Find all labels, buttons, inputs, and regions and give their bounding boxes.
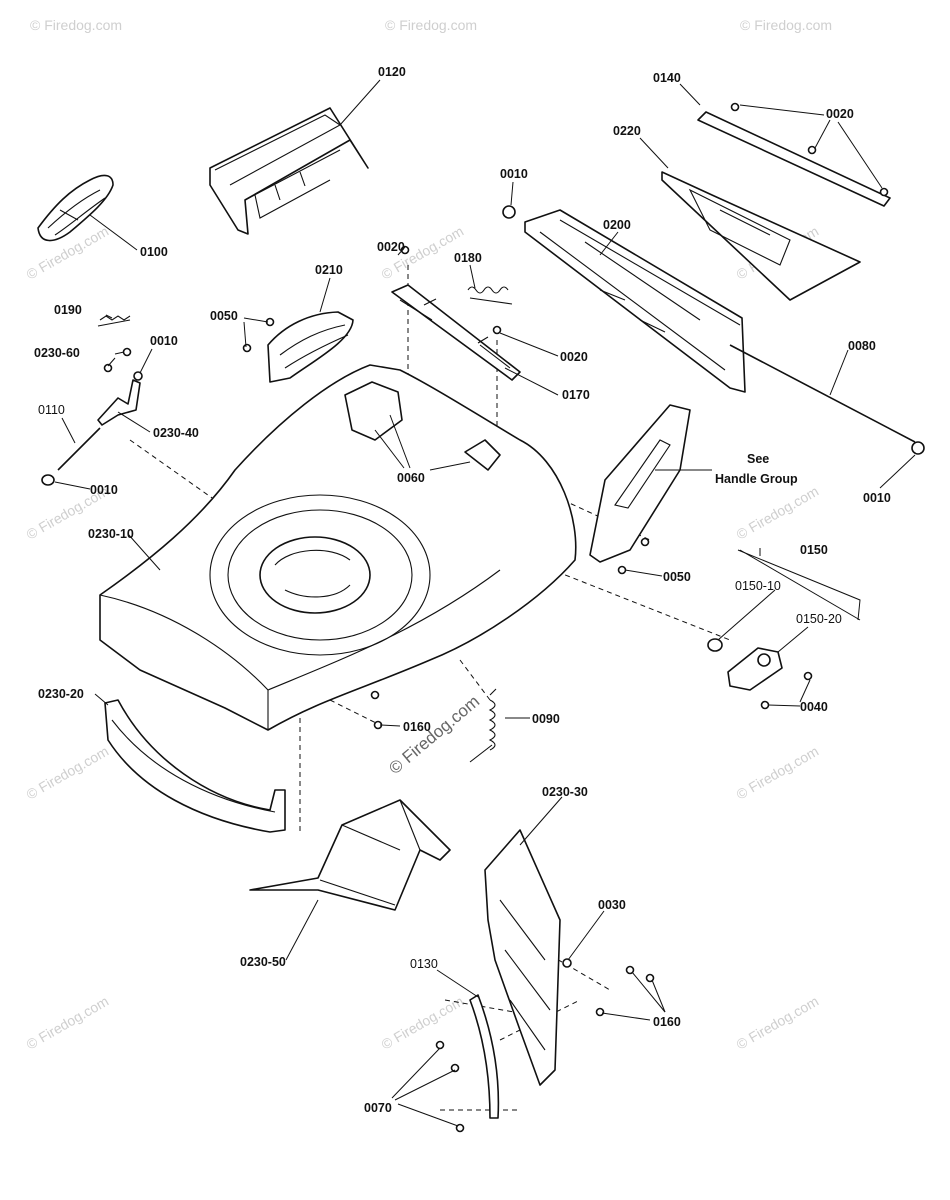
- part-0130-strip: [469, 994, 500, 1119]
- part-0230-50-deflector: [249, 799, 451, 911]
- label-0230-10: 0230-10: [88, 527, 134, 541]
- label-0080: 0080: [848, 339, 876, 353]
- label-0120: 0120: [378, 65, 406, 79]
- part-0230-10-mower-deck: [99, 364, 577, 731]
- part-0100-rear-door: [37, 174, 114, 242]
- label-0150-20: 0150-20: [796, 612, 842, 626]
- callout-labels: 0120 0140 0020 0220 0010 0200 0100 0210 …: [34, 65, 891, 1115]
- part-0210-guard: [267, 311, 354, 383]
- part-0150-height-adjuster: [617, 537, 813, 710]
- label-0070: 0070: [364, 1101, 392, 1115]
- label-0010: 0010: [863, 491, 891, 505]
- part-0110-axle: [41, 427, 101, 486]
- label-0220: 0220: [613, 124, 641, 138]
- leader-lines: [54, 79, 916, 1127]
- fasteners: [103, 245, 655, 1133]
- part-0170-bracket: [391, 284, 521, 381]
- label-0230-50: 0230-50: [240, 955, 286, 969]
- label-0160: 0160: [653, 1015, 681, 1029]
- part-0090-spring: [469, 688, 497, 763]
- label-0100: 0100: [140, 245, 168, 259]
- part-0230-30-side-panel: [484, 829, 572, 1086]
- label-0050: 0050: [663, 570, 691, 584]
- label-0210: 0210: [315, 263, 343, 277]
- label-0150-10: 0150-10: [735, 579, 781, 593]
- label-0060: 0060: [397, 471, 425, 485]
- label-0020: 0020: [377, 240, 405, 254]
- label-0030: 0030: [598, 898, 626, 912]
- watermark-center: © Firedog.com: [385, 692, 483, 778]
- part-0180-spring: [467, 286, 513, 305]
- watermark: © Firedog.com: [734, 993, 822, 1053]
- watermark: © Firedog.com: [30, 17, 122, 33]
- part-handle-bracket: [589, 404, 691, 563]
- label-0040: 0040: [800, 700, 828, 714]
- part-0190-spring: [97, 315, 131, 327]
- watermark: © Firedog.com: [24, 743, 112, 803]
- watermark: © Firedog.com: [734, 743, 822, 803]
- label-0130: 0130: [410, 957, 438, 971]
- see-handle-group-line2: Handle Group: [715, 472, 798, 486]
- label-0140: 0140: [653, 71, 681, 85]
- label-0200: 0200: [603, 218, 631, 232]
- part-0060-bracket: [344, 381, 501, 471]
- label-0010: 0010: [90, 483, 118, 497]
- label-0180: 0180: [454, 251, 482, 265]
- part-0220-cover: [661, 171, 861, 301]
- part-0140-rod: [697, 102, 891, 207]
- label-0190: 0190: [54, 303, 82, 317]
- label-0010: 0010: [150, 334, 178, 348]
- watermark: © Firedog.com: [379, 993, 467, 1053]
- part-0200-frame: [502, 205, 746, 393]
- part-0230-20-side-skirt: [104, 699, 286, 833]
- watermark: © Firedog.com: [734, 483, 822, 543]
- label-0230-60: 0230-60: [34, 346, 80, 360]
- see-handle-group-line1: See: [747, 452, 769, 466]
- label-0050: 0050: [210, 309, 238, 323]
- label-0230-20: 0230-20: [38, 687, 84, 701]
- label-0020: 0020: [826, 107, 854, 121]
- watermark: © Firedog.com: [24, 993, 112, 1053]
- label-0160: 0160: [403, 720, 431, 734]
- label-0020: 0020: [560, 350, 588, 364]
- label-0230-30: 0230-30: [542, 785, 588, 799]
- label-0110: 0110: [38, 403, 65, 417]
- label-0090: 0090: [532, 712, 560, 726]
- label-0170: 0170: [562, 388, 590, 402]
- label-0150: 0150: [800, 543, 828, 557]
- part-0080-rod: [729, 344, 925, 455]
- part-0230-40-bracket: [97, 379, 141, 426]
- watermark: © Firedog.com: [740, 17, 832, 33]
- part-0120-discharge-chute: [209, 107, 369, 235]
- label-0230-40: 0230-40: [153, 426, 199, 440]
- watermark: © Firedog.com: [385, 17, 477, 33]
- label-0010: 0010: [500, 167, 528, 181]
